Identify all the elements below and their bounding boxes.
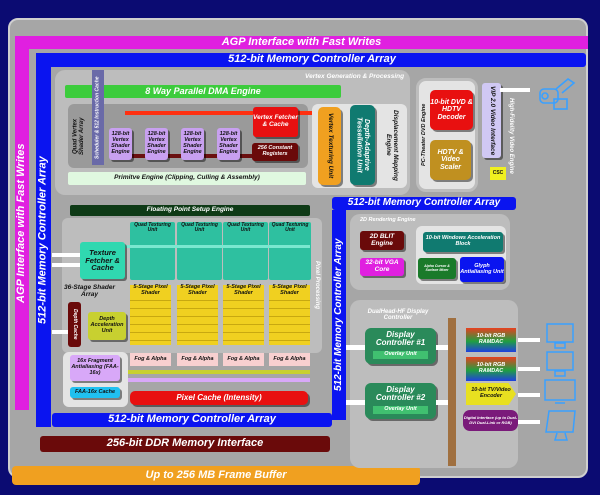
shader-array-label: 36-Stage Shader Array (64, 284, 115, 298)
vertex-texturing-unit: Vertex Texturing Unit (318, 107, 341, 185)
fog-alpha: Fog & Alpha (130, 353, 171, 366)
display-out-arrow (436, 400, 448, 405)
vertex-shader-engine: 128-bit Vertex Shader Engine (217, 128, 240, 160)
quad-texturing-label: Quad Texturing Unit (227, 222, 264, 234)
texture-in-arrow (52, 253, 80, 257)
tv-icon (544, 379, 576, 404)
quad-texturing-label: Quad Texturing Unit (134, 222, 171, 234)
texture-bus (120, 245, 310, 248)
hdtv-video-scaler: HDTV & Video Scaler (430, 140, 471, 180)
primitive-engine: Primitve Engine (Clipping, Culling & Ass… (68, 172, 306, 185)
quad-texturing-unit: Quad Texturing Unit (130, 222, 175, 280)
frame-buffer: Up to 256 MB Frame Buffer (12, 466, 420, 485)
pixel-shader-label: 5-Stage Pixel Shader (130, 284, 171, 297)
depth-in-arrow (52, 330, 68, 334)
vertex-shader-engine: 128-bit Vertex Shader Engine (181, 128, 204, 160)
vga-core: 32-bit VGA Core (360, 258, 404, 276)
csc-unit: CSC (490, 167, 506, 180)
display-controller-1: Display Controller #1 Overlay Unit (365, 328, 436, 364)
dvd-hdtv-decoder: 10-bit DVD & HDTV Decoder (430, 90, 473, 130)
memory-bus-left: 512-bit Memory Controller Array (36, 53, 51, 427)
quad-texturing-unit: Quad Texturing Unit (223, 222, 268, 280)
pixel-shader-label: 5-Stage Pixel Shader (177, 284, 218, 297)
quad-vertex-label: Quad Vertex Shader Array (72, 117, 85, 155)
fog-alpha: Fog & Alpha (223, 353, 264, 366)
vertex-bus-red (125, 111, 340, 115)
texture-in-arrow (52, 263, 80, 267)
monitor-icon (546, 351, 574, 377)
render2d-label: 2D Rendering Engine (360, 217, 416, 223)
depth-acceleration-unit: Depth Acceleration Unit (88, 312, 126, 340)
alpha-cursor-mixer: Alpha Cursor & Surface Mixer (418, 258, 456, 279)
pixel-shader: 5-Stage Pixel Shader (177, 284, 218, 345)
vertex-fetcher: Vertex Fetcher & Cache (253, 107, 298, 137)
display-section-label: DualHead-HF Display Controller (367, 308, 429, 321)
pixel-shader: 5-Stage Pixel Shader (130, 284, 171, 345)
faa-bus (120, 378, 310, 382)
quad-texturing-unit: Quad Texturing Unit (177, 222, 222, 280)
overlay-unit: Overlay Unit (373, 405, 428, 414)
display-in-arrow (346, 345, 365, 350)
pixel-shader-label: 5-Stage Pixel Shader (269, 284, 310, 297)
fp-setup-engine: Floating Point Setup Engine (70, 205, 310, 216)
tessellation-unit: Depth-Adaptive Tessellation Unit (350, 105, 375, 185)
display-controller-2: Display Controller #2 Overlay Unit (365, 383, 436, 419)
pixel-shader-label: 5-Stage Pixel Shader (223, 284, 264, 297)
quad-texturing-label: Quad Texturing Unit (271, 222, 309, 234)
agp-bus: AGP Interface with Fast Writes (15, 36, 588, 49)
blit-engine: 2D BLIT Engine (360, 231, 404, 250)
dma-engine: 8 Way Parallel DMA Engine (65, 85, 341, 98)
video-out-arrow (500, 88, 530, 92)
pixel-cache: Pixel Cache (Intensity) (130, 391, 308, 405)
depth-cache: Depth Cache (68, 302, 81, 347)
displacement-label: Displacement Mapping Engine (385, 109, 399, 181)
vertex-shader-engine: 128-bit Vertex Shader Engine (109, 128, 132, 160)
hifi-video-label: High-Fidelity Video Engine (508, 98, 515, 174)
memory-bus-right: 512-bit Memory Controller Array (332, 210, 346, 420)
video-camera-icon (539, 78, 576, 110)
scheduler-cache: Scheduler & 512 Instruction Cache (92, 70, 104, 165)
memory-bus-mid: 512-bit Memory Controller Array (332, 197, 516, 210)
memory-bus-top: 512-bit Memory Controller Array (38, 53, 586, 67)
texture-fetcher: Texture Fetcher & Cache (80, 242, 125, 279)
agp-bus-vertical: AGP Interface with Fast Writes (15, 36, 29, 410)
depth-bus (120, 370, 310, 374)
output-arrow (518, 338, 540, 342)
glyph-antialiasing: Glyph Antialiasing Unit (460, 257, 504, 282)
pixel-shader: 5-Stage Pixel Shader (269, 284, 310, 345)
overlay-unit: Overlay Unit (373, 350, 428, 359)
display-controller-label: Display Controller #2 (375, 385, 426, 403)
quad-texturing-label: Quad Texturing Unit (181, 222, 218, 234)
vip-video-interface: VIP 2.0 Video Interface (482, 83, 501, 158)
display-out-arrow (436, 345, 448, 350)
memory-bus-bottom: 512-bit Memory Controller Array (52, 413, 332, 427)
ramdac-1: 10-bit RGB RAMDAC (466, 328, 516, 352)
output-arrow (518, 393, 540, 397)
vertex-shader-engine: 128-bit Vertex Shader Engine (145, 128, 168, 160)
quad-texturing-unit: Quad Texturing Unit (269, 222, 311, 280)
ddr-interface: 256-bit DDR Memory Interface (40, 436, 330, 452)
crossbar (448, 318, 456, 466)
fog-alpha: Fog & Alpha (269, 353, 310, 366)
output-arrow (518, 420, 540, 424)
display-controller-label: Display Controller #1 (375, 330, 426, 348)
tv-video-encoder: 10-bit TV/Video Encoder (466, 383, 516, 405)
display-in-arrow (346, 400, 365, 405)
vertex-section-label: Vertex Generation & Processing (305, 73, 405, 80)
pixel-processing-label: Pixel Processing (314, 260, 321, 310)
output-arrow (518, 367, 540, 371)
faa-cache: FAA-16x Cache (70, 387, 120, 398)
dvd-engine-label: PC-Theater DVD Engine (421, 103, 428, 166)
ramdac-2: 10-bit RGB RAMDAC (466, 357, 516, 381)
constant-registers: 256 Constant Registers (252, 143, 298, 161)
fog-alpha: Fog & Alpha (177, 353, 218, 366)
windows-acceleration-block: 10-bit Windows Acceleration Block (423, 232, 503, 252)
digital-interface: Digital Interface (up to Dual-DVI Dual-L… (463, 410, 518, 431)
flat-panel-icon (545, 410, 576, 441)
fragment-antialiasing: 16x Fragment Antialiasing (FAA-16x) (70, 355, 120, 381)
pixel-shader: 5-Stage Pixel Shader (223, 284, 264, 345)
monitor-icon (546, 323, 574, 349)
